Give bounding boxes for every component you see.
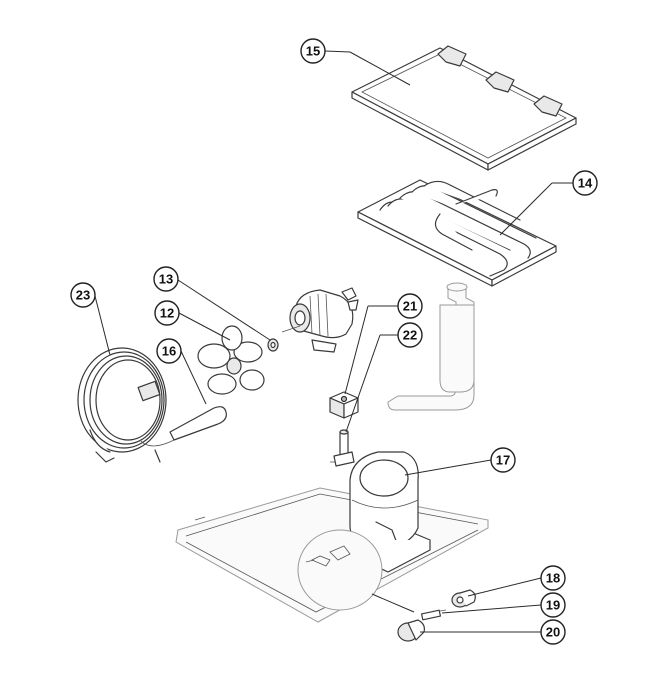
drain-pipe [387, 282, 475, 411]
fan-nut [267, 338, 279, 352]
callout-19-label: 19 [546, 598, 560, 613]
evaporator [357, 179, 557, 287]
callout-20: 20 [540, 619, 566, 645]
callout-14-label: 14 [578, 176, 593, 191]
callout-21-label: 21 [403, 299, 417, 314]
detail-circle [297, 529, 415, 613]
callout-13-label: 13 [159, 272, 173, 287]
valve-cap [397, 619, 425, 642]
fitting [451, 589, 476, 608]
callout-23: 23 [70, 282, 96, 308]
callout-13: 13 [153, 266, 179, 292]
callout-18: 18 [540, 565, 566, 591]
callout-15-label: 15 [306, 44, 320, 59]
callout-14: 14 [572, 170, 598, 196]
callout-12: 12 [154, 300, 180, 326]
callout-16: 16 [156, 338, 182, 364]
callout-20-label: 20 [546, 625, 560, 640]
callout-22: 22 [397, 322, 423, 348]
fan-blade [197, 325, 265, 395]
callout-17-label: 17 [496, 453, 510, 468]
callout-17: 17 [490, 447, 516, 473]
tray-lid [351, 45, 577, 171]
relay-block [329, 391, 359, 419]
callout-19: 19 [540, 592, 566, 618]
callout-23-label: 23 [76, 288, 90, 303]
valve-core [420, 609, 447, 621]
service-valve [330, 429, 355, 467]
callout-22-label: 22 [403, 328, 417, 343]
fan-motor [281, 287, 359, 353]
callout-21: 21 [397, 293, 423, 319]
callout-12-label: 12 [160, 306, 174, 321]
compressor [339, 451, 431, 573]
leader-lines [94, 50, 573, 633]
capillary-coil [77, 347, 167, 463]
callout-18-label: 18 [546, 571, 560, 586]
callout-16-label: 16 [162, 344, 176, 359]
callout-15: 15 [300, 38, 326, 64]
thermostat-bulb [139, 406, 227, 447]
